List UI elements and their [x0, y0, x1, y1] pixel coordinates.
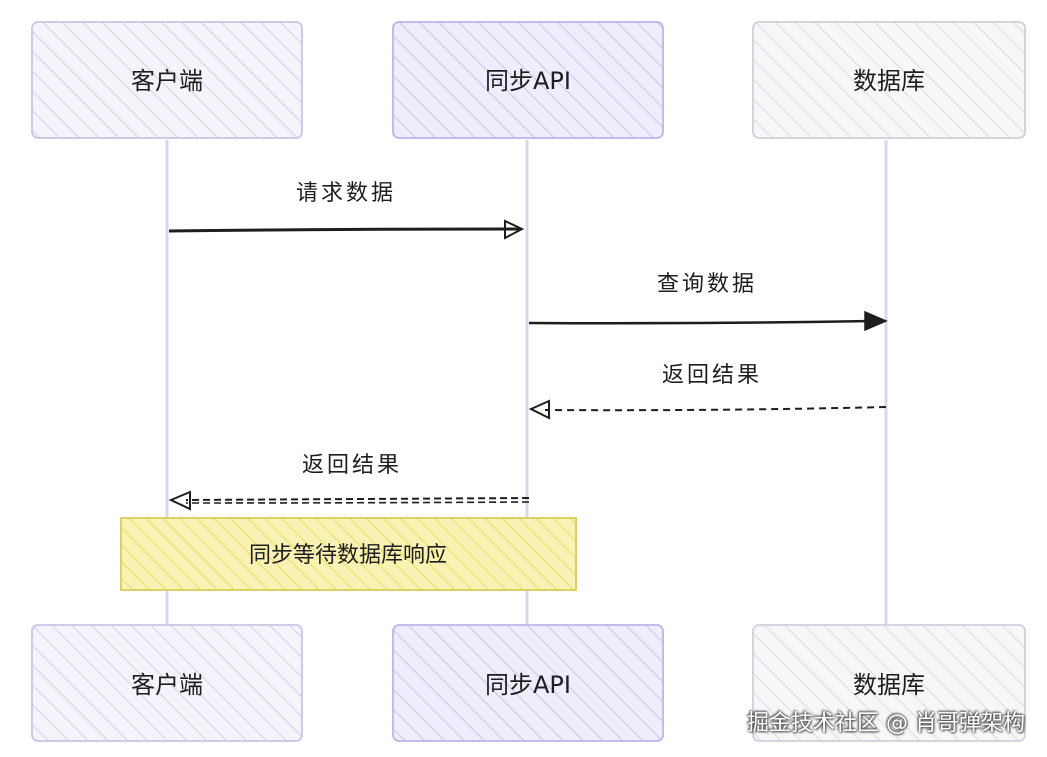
arrowhead-filled-icon [864, 310, 888, 332]
message-query-data: 查询数据 [528, 272, 888, 332]
participant-db-bottom: 数据库 [752, 624, 1026, 742]
participant-client-bottom-label: 客户端 [131, 671, 203, 699]
message-return-db-label: 返回结果 [662, 363, 762, 388]
message-request-data: 请求数据 [168, 181, 525, 240]
note-sync-wait: 同步等待数据库响应 [120, 517, 577, 591]
participant-db-bottom-label: 数据库 [853, 671, 925, 699]
message-return-db: 返回结果 [528, 363, 887, 420]
arrowhead-open-icon [504, 219, 525, 240]
message-return-api-label: 返回结果 [302, 453, 402, 478]
participant-client-bottom: 客户端 [31, 624, 303, 742]
participant-api-top-label: 同步API [485, 67, 571, 95]
participant-db-top: 数据库 [752, 21, 1026, 139]
participant-client-top-label: 客户端 [131, 67, 203, 95]
arrowhead-open-icon [528, 399, 550, 420]
arrowhead-open-icon [168, 490, 191, 511]
watermark: 掘金技术社区 @ 肖哥弹架构 [747, 711, 1025, 736]
message-request-data-label: 请求数据 [296, 181, 396, 206]
participant-api-top: 同步API [392, 21, 664, 139]
message-query-data-label: 查询数据 [657, 272, 757, 297]
message-return-api: 返回结果 [168, 453, 530, 511]
participant-api-bottom: 同步API [392, 624, 664, 742]
participant-api-bottom-label: 同步API [485, 671, 571, 699]
participant-client-top: 客户端 [31, 21, 303, 139]
note-sync-wait-label: 同步等待数据库响应 [249, 543, 447, 568]
participant-db-top-label: 数据库 [853, 67, 925, 95]
